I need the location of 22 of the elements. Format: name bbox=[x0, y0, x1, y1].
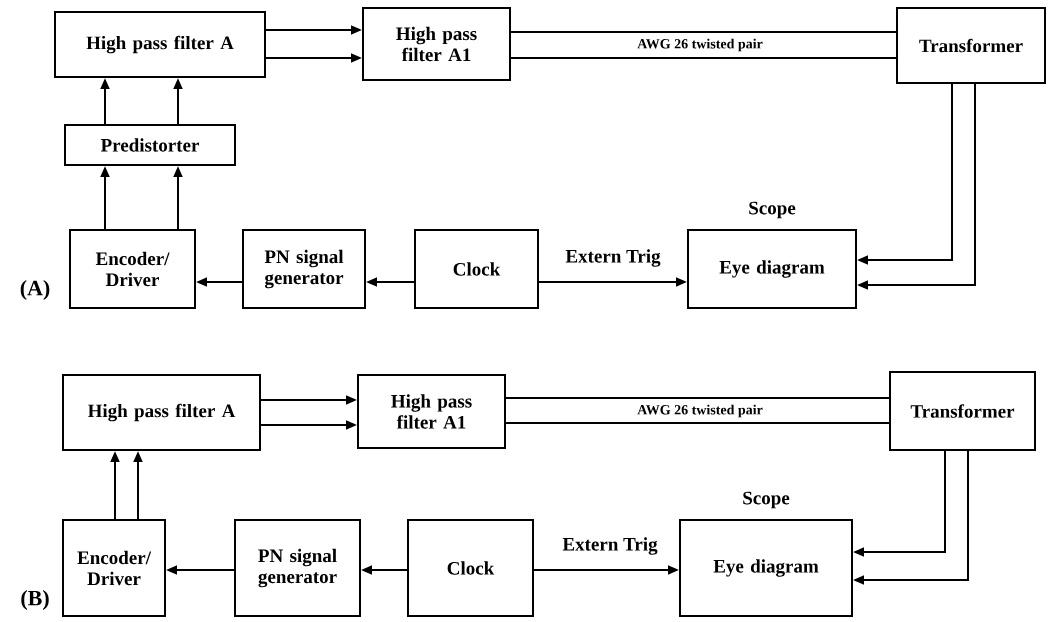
block-box: Encoder/ Driver bbox=[69, 229, 196, 309]
panel-label: (A) bbox=[20, 280, 50, 300]
edge-label: AWG 26 twisted pair bbox=[636, 37, 764, 53]
block-box: Encoder/ Driver bbox=[62, 519, 166, 617]
block-box: High pass filter A bbox=[62, 374, 261, 451]
node-label: Scope bbox=[749, 201, 796, 219]
block-box: Transformer bbox=[889, 371, 1036, 451]
block-box: Eye diagram bbox=[687, 229, 857, 309]
block-box: Predistorter bbox=[64, 124, 236, 166]
block-box: High pass filter A1 bbox=[357, 374, 506, 449]
block-box: Transformer bbox=[896, 7, 1046, 84]
block-box: PN signal generator bbox=[234, 519, 361, 617]
edge-label: AWG 26 twisted pair bbox=[636, 403, 764, 419]
block-box: High pass filter A1 bbox=[362, 7, 511, 81]
block-box: Clock bbox=[414, 229, 539, 309]
block-box: High pass filter A bbox=[54, 11, 266, 78]
block-box: PN signal generator bbox=[242, 229, 366, 309]
edge-label: Extern Trig bbox=[564, 248, 662, 268]
block-box: Clock bbox=[407, 519, 534, 617]
node-label: Scope bbox=[743, 491, 790, 509]
edge-label: Extern Trig bbox=[561, 536, 659, 556]
block-box: Eye diagram bbox=[679, 519, 853, 617]
